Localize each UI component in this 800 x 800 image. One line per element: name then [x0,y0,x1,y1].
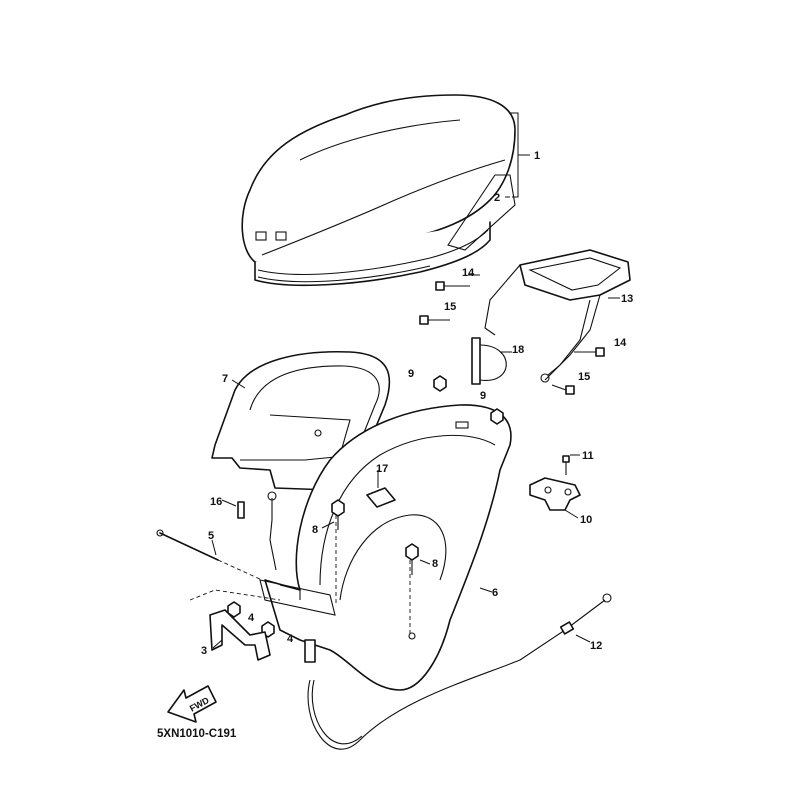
helmet-box-part [259,404,512,691]
latch-10-part [529,477,581,511]
callout-15-upper: 15 [444,301,456,313]
callout-6: 6 [492,587,498,599]
rod-5-part [156,529,263,581]
label-plate-part [366,470,396,508]
bolt-15-upper [419,315,450,325]
callout-10: 10 [580,514,592,526]
lock-wire-part [471,337,507,385]
callout-14-lower: 14 [614,337,627,349]
rear-carrier-part [484,249,631,383]
drawing-code: 5XN1010-C191 [157,728,237,740]
callout-7: 7 [222,373,228,385]
seat-part [241,94,516,287]
bracket-3-part [189,589,281,661]
nut-9-right [490,408,504,425]
callout-9-left: 9 [408,368,414,380]
callout-12: 12 [590,640,602,652]
forward-arrow-icon: FWD [167,685,217,723]
nut-9-left [433,375,447,392]
callout-15-lower: 15 [578,371,590,383]
callout-2: 2 [494,192,500,204]
callout-14-upper: 14 [462,267,475,279]
screw-11-part [562,455,570,475]
callout-8-right: 8 [432,558,438,570]
callout-4-upper: 4 [248,612,255,624]
callout-4-lower: 4 [287,633,294,645]
callout-5: 5 [208,530,214,542]
bolt-14-upper [435,281,470,291]
callout-8-left: 8 [312,524,318,536]
callout-9-right: 9 [480,390,486,402]
callout-16: 16 [210,496,222,508]
bolt-8-right [405,543,419,575]
cable-12-part [304,593,612,750]
callout-13: 13 [621,293,633,305]
callout-3: 3 [201,645,207,657]
bolt-14-lower [574,347,605,357]
callout-18: 18 [512,344,524,356]
bolt-8-left [331,499,345,530]
callout-1: 1 [534,150,540,162]
callout-17: 17 [376,463,388,475]
clip-16-part [237,491,277,571]
callout-11: 11 [582,450,594,462]
bolt-15-lower [551,384,575,395]
